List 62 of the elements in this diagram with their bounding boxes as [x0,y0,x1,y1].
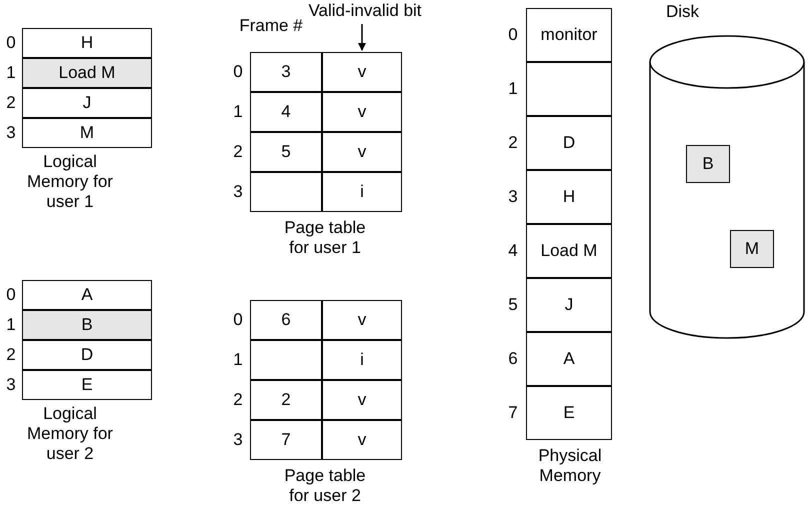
memory-cell: Load M [526,224,612,278]
frame-number: 7 [507,402,519,424]
valid-invalid-bit: i [322,340,402,380]
memory-cell: E [22,370,152,400]
valid-invalid-bit: v [322,132,402,172]
page-number: 1 [232,349,244,371]
page-number: 3 [5,122,17,144]
frame-number: 6 [250,300,322,340]
frame-number: 2 [250,380,322,420]
page-number: 0 [232,309,244,331]
page-number: 1 [232,101,244,123]
leader-text: Valid-invalid bit [308,1,422,21]
frame-number: 0 [507,24,519,46]
page-number: 1 [5,314,17,336]
valid-invalid-bit: v [322,420,402,460]
page-number: 3 [232,429,244,451]
memory-cell: H [526,170,612,224]
memory-cell: E [526,386,612,440]
frame-number: 1 [507,78,519,100]
disk-label: Disk [666,2,700,22]
page-number: 0 [5,32,17,54]
frame-number: 5 [250,132,322,172]
page-number: 0 [5,284,17,306]
table-caption: Logical Memory for user 2 [26,404,114,465]
page-number: 3 [5,374,17,396]
table-caption: Logical Memory for user 1 [26,152,114,213]
frame-number: 2 [507,132,519,154]
table-caption: Physical Memory [537,446,603,487]
memory-cell: J [526,278,612,332]
table-caption: Page table for user 2 [283,466,367,507]
memory-cell: A [526,332,612,386]
column-heading: Frame # [238,15,304,37]
valid-invalid-bit: v [322,380,402,420]
page-number: 3 [232,181,244,203]
frame-number: 3 [250,52,322,92]
memory-cell: D [526,116,612,170]
table-caption: Page table for user 1 [283,218,367,259]
page-number: 2 [232,389,244,411]
memory-cell: D [22,340,152,370]
leader-line [358,24,366,51]
frame-number: 4 [250,92,322,132]
frame-number: 4 [507,240,519,262]
memory-cell: H [22,28,152,58]
memory-cell: B [22,310,152,340]
page-number: 2 [5,344,17,366]
memory-cell: A [22,280,152,310]
page-number: 0 [232,61,244,83]
frame-number: 7 [250,420,322,460]
memory-cell: J [22,88,152,118]
valid-invalid-bit: v [322,300,402,340]
page-box: M [730,230,774,268]
valid-invalid-bit: v [322,92,402,132]
memory-cell: M [22,118,152,148]
page-number: 2 [5,92,17,114]
memory-cell: monitor [526,8,612,62]
page-number: 2 [232,141,244,163]
memory-cell: Load M [22,58,152,88]
page-number: 1 [5,62,17,84]
frame-number: 6 [507,348,519,370]
frame-number: 5 [507,294,519,316]
frame-number: 3 [507,186,519,208]
page-box: B [686,145,730,183]
